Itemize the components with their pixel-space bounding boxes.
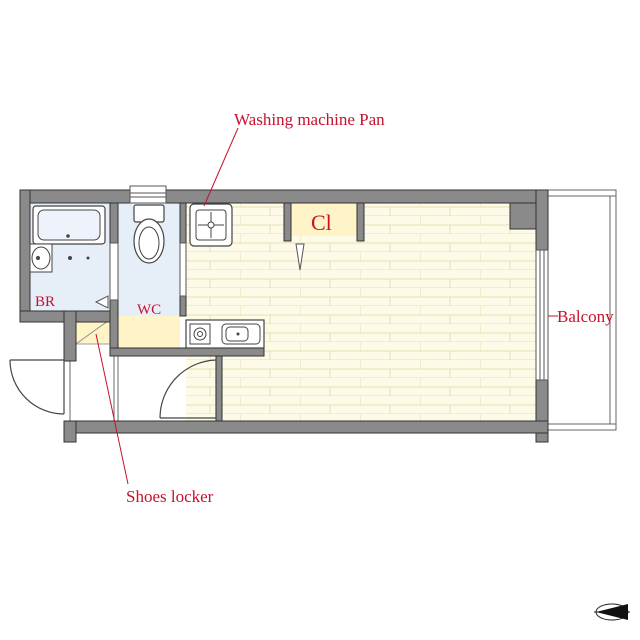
compass-icon (594, 603, 630, 621)
balcony-door (535, 249, 549, 381)
kitchen-counter (185, 319, 265, 349)
label-bathroom: BR (35, 294, 55, 310)
toilet-icon (133, 204, 165, 264)
washbasin-icon (29, 243, 53, 273)
closet-area (291, 203, 357, 236)
walls (19, 189, 549, 443)
washing-machine-pan-icon (189, 203, 233, 247)
label-shoes-locker: Shoes locker (126, 487, 214, 506)
leader-lines (95, 127, 558, 485)
stove-icon (189, 323, 211, 345)
label-balcony: Balcony (557, 307, 614, 326)
sliding-door (94, 242, 305, 309)
balcony-area (547, 189, 617, 431)
window (129, 185, 167, 204)
label-toilet: WC (137, 302, 161, 318)
label-closet: Cl (311, 210, 332, 235)
doors (9, 356, 217, 421)
label-washing-machine-pan: Washing machine Pan (234, 110, 385, 129)
toilet-entry-floor (118, 316, 180, 348)
bathtub-icon (32, 205, 106, 245)
